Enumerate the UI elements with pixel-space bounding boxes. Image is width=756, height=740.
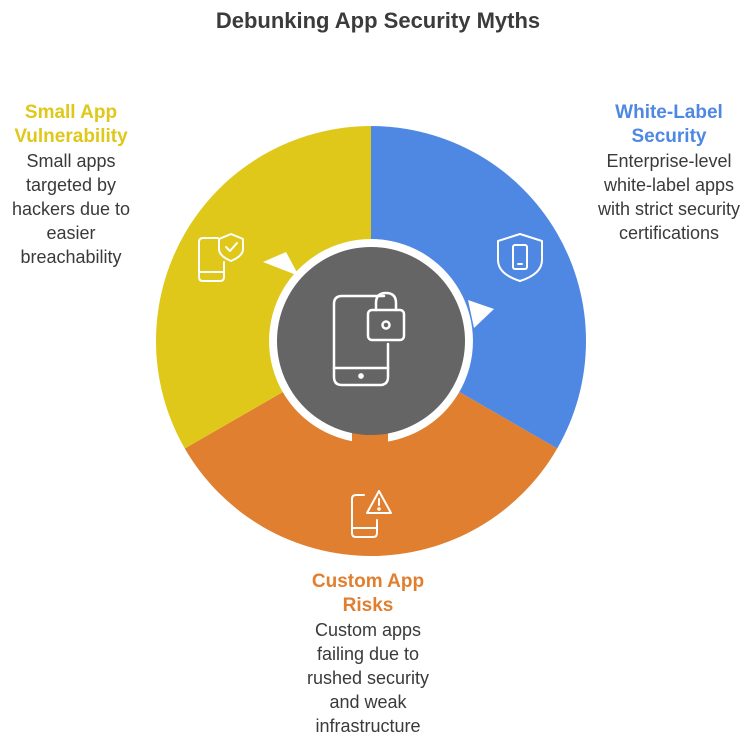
white-gap-orange (352, 432, 388, 472)
label-white-label: White-Label Security Enterprise-level wh… (585, 101, 753, 245)
small-app-description: Small apps targeted by hackers due to ea… (0, 149, 142, 269)
white-label-title: White-Label Security (585, 101, 753, 149)
desc-line: and weak (329, 692, 407, 712)
desc-line: Small apps (26, 151, 116, 171)
desc-line: hackers due to (11, 199, 131, 219)
phone-warning-icon (351, 490, 392, 538)
label-custom-app: Custom App Risks Custom apps failing due… (283, 570, 453, 738)
title-line: Security (631, 126, 707, 147)
segment-custom-app (184, 392, 558, 557)
white-cut-top (263, 252, 299, 276)
phone-shield-icon (497, 233, 543, 282)
phone-lock-icon (332, 291, 406, 387)
title-line: White-Label (615, 102, 723, 123)
desc-line: easier (46, 223, 96, 243)
desc-line: targeted by (25, 175, 117, 195)
desc-line: certifications (618, 223, 720, 243)
phone-check-shield-icon (198, 233, 244, 282)
desc-line: white-label apps (603, 175, 735, 195)
label-small-app: Small App Vulnerability Small apps targe… (0, 101, 142, 269)
desc-line: with strict security (597, 199, 741, 219)
segment-white-label (371, 126, 587, 449)
desc-line: failing due to (316, 644, 420, 664)
title-line: Risks (342, 595, 394, 616)
desc-line: Custom apps (314, 620, 422, 640)
desc-line: Enterprise-level (606, 151, 732, 171)
desc-line: infrastructure (315, 716, 421, 736)
white-cut-right (468, 300, 494, 328)
desc-line: breachability (20, 247, 122, 267)
custom-app-description: Custom apps failing due to rushed securi… (283, 618, 453, 738)
segment-small-app (155, 125, 371, 449)
custom-app-title: Custom App Risks (283, 570, 453, 618)
title-line: Custom App (311, 571, 425, 592)
white-label-description: Enterprise-level white-label apps with s… (585, 149, 753, 245)
page-title: Debunking App Security Myths (215, 8, 541, 33)
title-line: Vulnerability (14, 126, 128, 147)
desc-line: rushed security (306, 668, 430, 688)
title-line: Small App (24, 102, 118, 123)
small-app-title: Small App Vulnerability (0, 101, 142, 149)
